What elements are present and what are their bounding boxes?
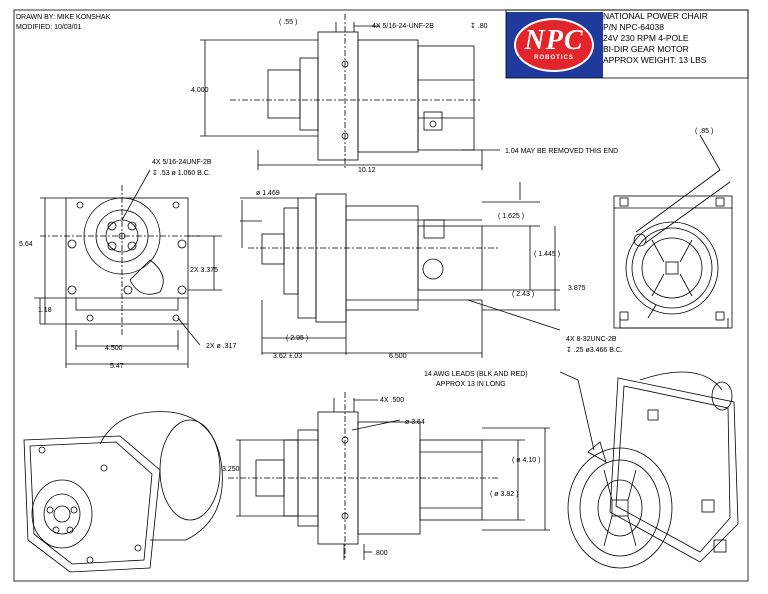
title-line-1: NATIONAL POWER CHAIR (603, 11, 708, 21)
logo-subtext: ROBOTICS (534, 55, 574, 61)
dimension-labels: ( .55 ) 4X 5/16-24-UNF-2B ↧ .80 4.000 10… (19, 19, 713, 557)
leads-note-line-1: 14 AWG LEADS (BLK AND RED) (424, 371, 528, 378)
dim-side-depth: ↧ .25 ø3.466 B.C. (566, 346, 623, 354)
dim-bot-800: .800 (374, 550, 388, 557)
dim-bot-364: ø 3.64 (405, 419, 425, 426)
dim-front-118: 1.18 (38, 307, 52, 314)
dim-front-564: 5.64 (19, 241, 33, 248)
dim-side-1469: ø 1.469 (256, 190, 280, 197)
npc-robotics-logo: NPC ROBOTICS (506, 12, 603, 78)
logo-text: NPC (524, 25, 584, 56)
dim-bot-382: ( ø 3.82 ) (490, 491, 518, 498)
dim-front-3375: 2X 3.375 (190, 267, 218, 274)
title-line-4: BI-DIR GEAR MOTOR (603, 44, 689, 54)
dim-top-thread: 4X 5/16-24-UNF-2B (372, 23, 434, 30)
title-line-5: APPROX WEIGHT: 13 LBS (603, 55, 707, 65)
dim-top-4000: 4.000 (191, 87, 209, 94)
logo-oval: NPC ROBOTICS (514, 18, 594, 72)
sheet-border (13, 9, 749, 582)
drawn-by-label: DRAWN BY: MIKE KONSHAK (16, 14, 111, 21)
dim-bot-410: ( ø 4.10 ) (512, 457, 540, 464)
dim-top-104: 1.04 MAY BE REMOVED THIS END (505, 148, 618, 155)
title-line-2: P/N NPC-64038 (603, 22, 664, 32)
leads-note-line-2: APPROX 13 IN LONG (436, 381, 506, 388)
iso-view-right (559, 371, 739, 569)
dim-side-1625: ( 1.625 ) (498, 213, 524, 220)
dim-side-295: ( 2.95 ) (286, 335, 308, 342)
bottom-view (228, 392, 550, 560)
dim-top-55: ( .55 ) (279, 19, 297, 26)
end-view (613, 134, 733, 329)
title-block: NATIONAL POWER CHAIR P/N NPC-64038 24V 2… (603, 11, 708, 66)
dim-front-depth: ↧ .53 ø 1.060 B.C. (152, 169, 211, 177)
dim-side-thread: 4X 8-32UNC-2B (566, 336, 617, 343)
dim-end-85: ( .85 ) (695, 128, 713, 135)
dim-side-1445: ( 1.445 ) (534, 251, 560, 258)
dim-bot-4x500: 4X .500 (380, 397, 404, 404)
dim-side-362: 3.62 ±.03 (273, 353, 302, 360)
title-block-frame (505, 9, 749, 79)
dim-side-3875: 3.875 (568, 285, 586, 292)
top-view (200, 14, 500, 170)
dim-front-547: 5.47 (110, 363, 124, 370)
iso-view-left (23, 411, 223, 573)
dim-front-thread: 4X 5/16-24UNF-2B (152, 159, 212, 166)
title-line-3: 24V 230 RPM 4-POLE (603, 33, 689, 43)
front-view (34, 169, 222, 368)
dim-bot-3250: 3.250 (222, 466, 240, 473)
dim-front-4500: 4.500 (105, 345, 123, 352)
dim-side-243: ( 2.43 ) (512, 291, 534, 298)
dim-top-depth: ↧ .80 (470, 22, 488, 30)
dim-top-1012: 10.12 (358, 167, 376, 174)
side-view (240, 182, 561, 358)
dim-side-6500: 6.500 (389, 353, 407, 360)
dim-front-317: 2X ø .317 (206, 343, 236, 350)
modified-date-label: MODIFIED: 10/03/01 (16, 24, 82, 31)
